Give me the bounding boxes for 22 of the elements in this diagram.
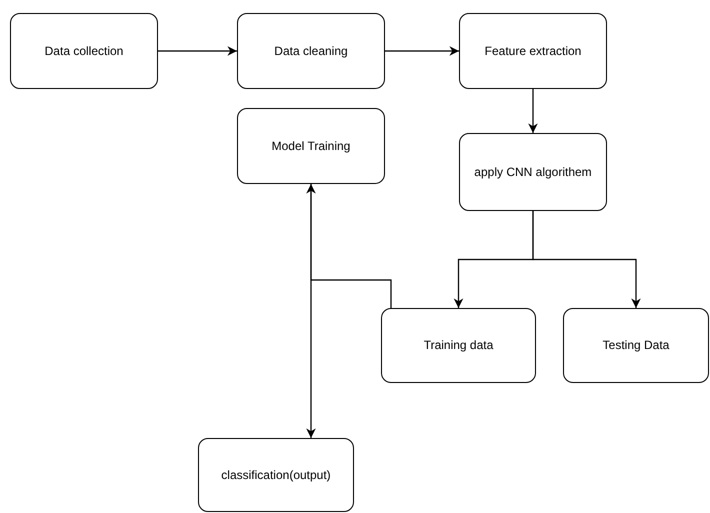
- box-label: Data collection: [44, 44, 124, 58]
- arrow: [532, 211, 641, 308]
- process-box: [198, 438, 354, 512]
- process-box: [459, 133, 607, 211]
- arrow: [306, 184, 316, 438]
- box-label: Feature extraction: [484, 44, 582, 58]
- process-box: [237, 13, 385, 89]
- process-box: [237, 108, 385, 184]
- arrow: [158, 46, 237, 56]
- box-label: Training data: [424, 338, 494, 353]
- arrow: [528, 89, 538, 133]
- box-label: classification(output): [221, 468, 331, 482]
- arrow: [306, 184, 392, 308]
- box-label: apply CNN algorithem: [474, 164, 592, 180]
- box-label: Model Training: [272, 138, 350, 154]
- box-label: Data cleaning: [274, 44, 348, 58]
- process-box: [10, 13, 158, 89]
- arrow: [385, 46, 459, 56]
- process-box: [563, 308, 709, 383]
- process-box: [381, 308, 536, 383]
- process-box: [459, 13, 607, 89]
- box-label: Testing Data: [602, 338, 670, 353]
